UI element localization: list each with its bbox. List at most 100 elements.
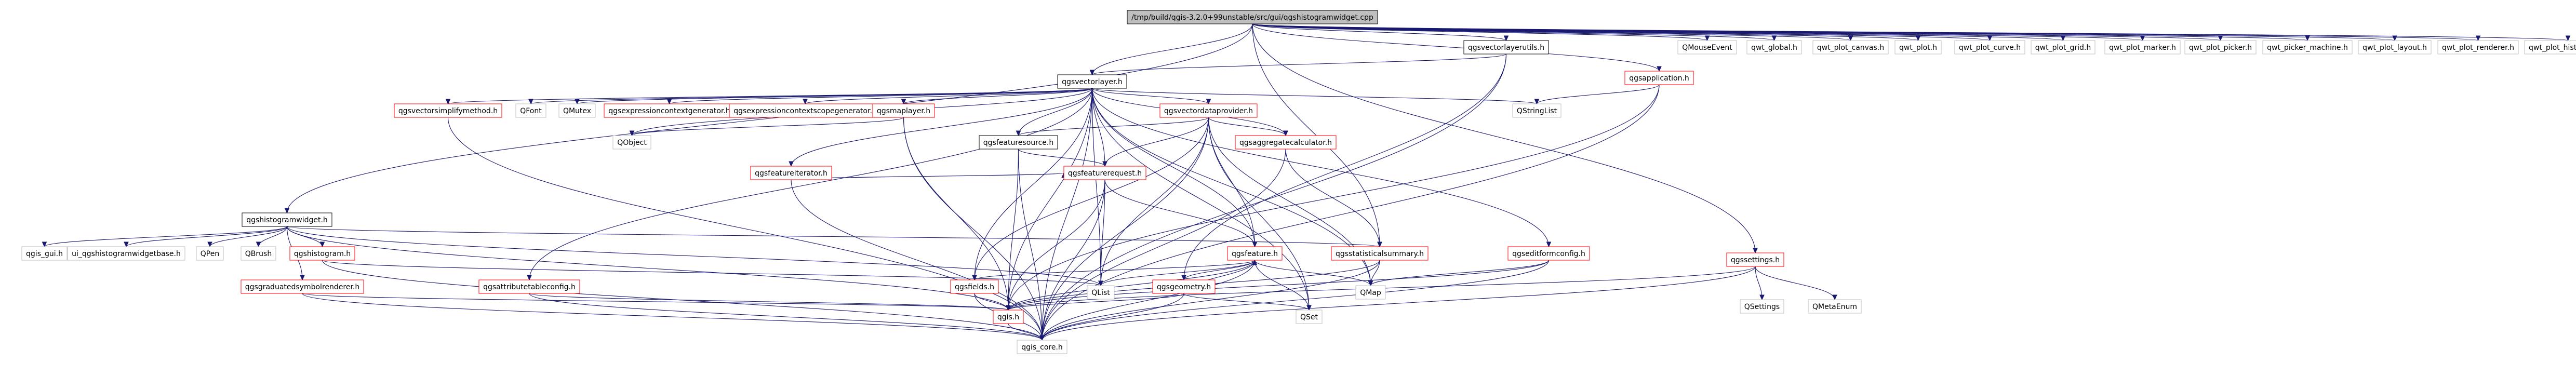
node-qgsgeometry[interactable]: qgsgeometry.h [1152,279,1216,294]
node-attributetableconfig[interactable]: qgsattributetableconfig.h [478,279,580,294]
edge-arrowhead [1771,35,1777,42]
edge-line [631,117,904,136]
edge-line [1104,179,1256,247]
node-qfont: QFont [515,103,546,118]
node-qgsfeature[interactable]: qgsfeature.h [1227,246,1283,261]
node-box [67,246,185,261]
node-qbrush: QBrush [241,246,276,261]
node-label: qgis_core.h [1021,343,1063,352]
node-exprctxscopegen[interactable]: qgsexpressioncontextscopegenerator.h [729,103,882,118]
node-label: qgsfeatureiterator.h [755,169,827,178]
node-label: qgssettings.h [1731,256,1780,264]
node-exprctxgen[interactable]: qgsexpressioncontextgenerator.h [604,103,735,118]
edge-arrowhead [2218,35,2223,42]
node-label: QSettings [1744,303,1780,311]
node-qgsapplication[interactable]: qgsapplication.h [1624,71,1694,85]
node-label: qgshistogramwidget.h [246,216,328,224]
edge-qgsvectorlayer-to-qstringlist [1091,88,1540,105]
edge-line [126,226,288,247]
node-aggregatecalculator[interactable]: qgsaggregatecalculator.h [1235,135,1337,150]
edge-root-to-histogramwidget [284,23,1253,214]
edge-line [1536,84,1660,104]
node-box [1296,310,1323,324]
node-box [1235,135,1337,150]
node-qgsfields[interactable]: qgsfields.h [950,279,999,294]
edge-line [1100,179,1105,286]
node-label: QMetaEnum [1812,303,1857,311]
edge-line [1370,260,1550,286]
edge-line [1252,23,2479,41]
node-box [612,135,651,150]
node-qgsmaplayer[interactable]: qgsmaplayer.h [872,103,935,118]
edge-arrowhead [1283,130,1288,137]
edge-line [1018,88,1093,136]
node-vectorlayerutils[interactable]: qgsvectorlayerutils.h [1463,40,1549,55]
edge-line [1252,23,2308,41]
node-editformconfig[interactable]: qgseditformconfig.h [1507,246,1590,261]
node-qwt-plot-layout: qwt_plot_layout.h [2358,40,2432,55]
edge-line [529,293,1043,341]
edge-line [286,226,1101,286]
edge-arrowhead [42,241,47,248]
node-label: qgseditformconfig.h [1512,250,1585,258]
node-vectordataprovider[interactable]: qgsvectordataprovider.h [1159,103,1258,118]
edge-qgsapplication-to-qstringlist [1534,84,1660,105]
node-box [2262,40,2353,55]
edge-line [1042,117,1209,341]
node-histogramwidget[interactable]: qgshistogramwidget.h [242,212,332,227]
edge-statisticalsummary-to-qgis-core [1039,260,1380,341]
node-label: qgsstatisticalsummary.h [1336,250,1424,258]
edge-qgsvectorlayer-to-qgsfields [972,88,1093,281]
edge-arrowhead [575,99,580,105]
node-box [2031,40,2095,55]
node-qwt-plot-grid: qwt_plot_grid.h [2031,40,2095,55]
edge-line [1100,117,1209,286]
node-label: qwt_plot_renderer.h [2442,44,2514,52]
edge-line [1755,266,1835,300]
node-label: QMutex [563,107,591,115]
node-featuresource[interactable]: qgsfeaturesource.h [979,135,1058,150]
edge-root-to-qwt-plot-picker [1252,23,2223,42]
edge-qgsvectorlayer-to-qfont [528,88,1093,105]
node-qwt-plot-canvas: qwt_plot_canvas.h [1812,40,1889,55]
node-qgshistogram[interactable]: qgshistogram.h [289,246,355,261]
node-featurerequest[interactable]: qgsfeaturerequest.h [1063,166,1146,180]
node-qgis-h[interactable]: qgis.h [993,310,1024,324]
edge-arrowhead [789,161,794,167]
edge-histogramwidget-to-statisticalsummary [286,226,1382,248]
edge-qgsvectorlayer-to-qmutex [575,88,1093,105]
edge-line [530,88,1093,104]
edge-line [1042,53,1507,341]
edge-qgsvectorlayer-to-featureiterator [789,88,1093,167]
edge-line [1091,88,1101,286]
node-label: qwt_plot_grid.h [2035,44,2091,52]
node-box [2358,40,2432,55]
edge-line [1042,260,1256,341]
node-root[interactable]: /tmp/build/qgis-3.2.0+99unstable/src/gui… [1127,10,1378,24]
edge-line [1252,23,1660,72]
node-qmutex: QMutex [558,103,596,118]
edge-line [209,226,288,247]
edge-line [302,293,1009,311]
node-featureiterator[interactable]: qgsfeatureiterator.h [750,166,832,180]
node-box [1017,340,1067,354]
node-qgs-gui: qgis_gui.h [21,246,68,261]
node-graduatedsymbolrenderer[interactable]: qgsgraduatedsymbolrenderer.h [241,279,364,294]
node-qlist: QList [1087,285,1115,300]
node-label: QBrush [245,250,272,258]
edge-line [302,293,1043,341]
node-qgsvectorsimplifymethod[interactable]: qgsvectorsimplifymethod.h [394,103,502,118]
node-box [1463,40,1549,55]
edge-featurerequest-to-qgis-core [1039,179,1105,341]
node-label: qgsgraduatedsymbolrenderer.h [245,283,359,291]
edge-featurerequest-to-qgsfeature [1104,179,1258,248]
node-box [241,279,364,294]
edge-qgsvectorlayer-to-vectordataprovider [1091,88,1211,105]
edge-arrowhead [1206,99,1211,105]
edge-line [1208,117,1286,136]
node-statisticalsummary[interactable]: qgsstatisticalsummary.h [1331,246,1429,261]
node-qgsvectorlayer[interactable]: qgsvectorlayer.h [1057,74,1127,89]
node-qgssettings[interactable]: qgssettings.h [1726,252,1784,267]
node-box [2104,40,2181,55]
